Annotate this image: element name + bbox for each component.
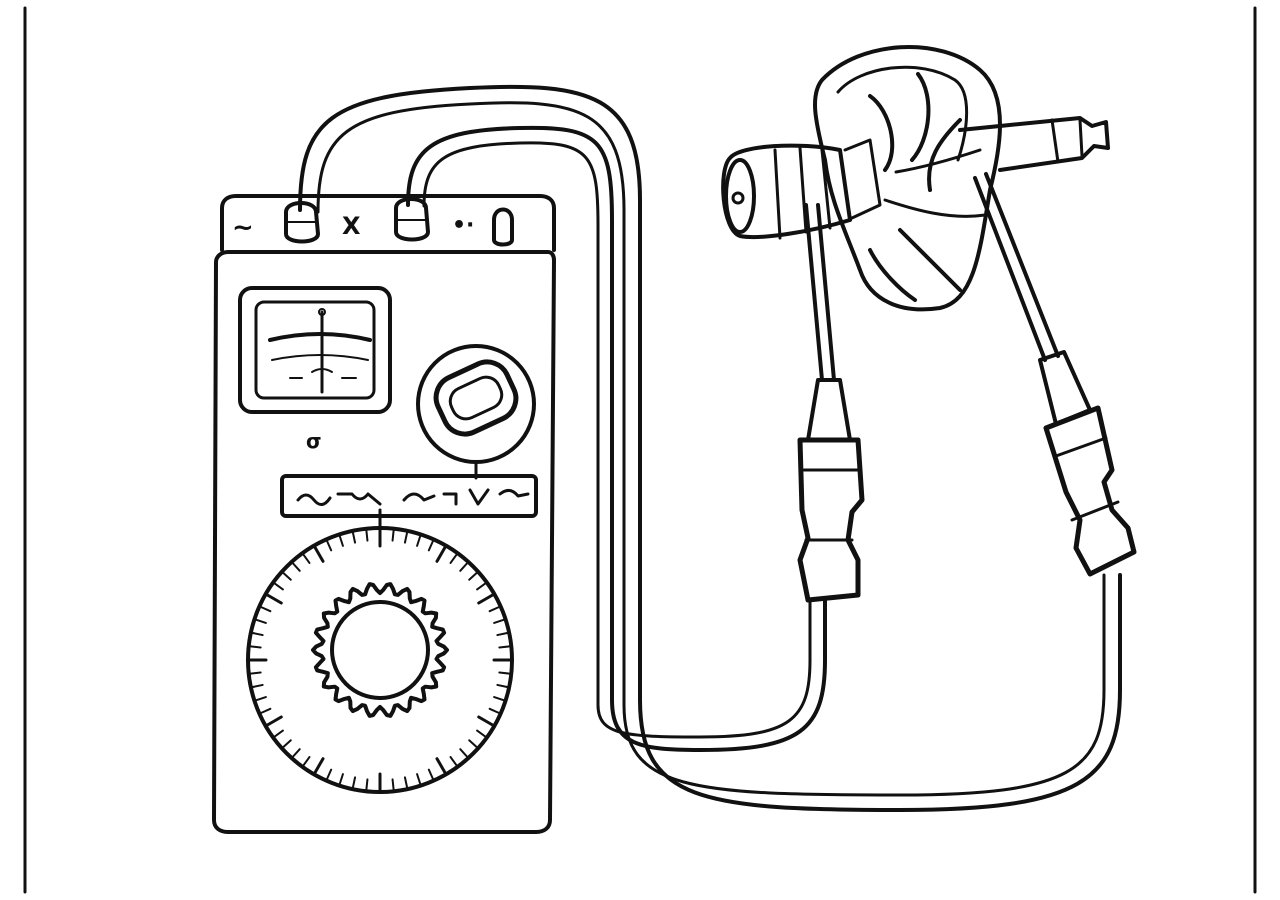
analog-gauge <box>238 286 392 414</box>
dial-tick <box>468 739 478 748</box>
dial-tick <box>403 531 409 544</box>
dial-tick <box>273 582 284 591</box>
range-label-plate <box>280 474 538 518</box>
probe-right[interactable] <box>973 172 1137 577</box>
dial-tick <box>416 535 422 547</box>
dial-knob <box>311 582 449 718</box>
dial-tick <box>496 683 509 689</box>
dial-tick <box>326 540 333 552</box>
dial-tick <box>477 715 495 727</box>
zero-adjust-dial[interactable] <box>246 508 514 794</box>
dial-tick <box>496 631 509 637</box>
dial-tick <box>488 606 500 613</box>
dial-tick <box>476 582 487 591</box>
dial-tick <box>427 540 434 552</box>
page-frame <box>23 6 1257 894</box>
meter-body <box>212 250 556 834</box>
range-selector-knob[interactable] <box>416 344 536 480</box>
dial-tick <box>468 572 478 581</box>
dial-tick <box>338 535 344 547</box>
dial-tick <box>292 562 301 572</box>
dial-tick <box>493 696 505 702</box>
dial-tick <box>476 729 487 738</box>
cable-left-terminal <box>298 84 1122 812</box>
dial-tick <box>498 671 511 675</box>
dial-tick <box>365 778 369 791</box>
terminal-right[interactable] <box>492 207 514 247</box>
ohmmeter: ~ X •· σ <box>212 194 556 834</box>
dial-tick <box>251 683 264 689</box>
dial-tick <box>265 715 283 727</box>
dial-tick <box>427 768 434 780</box>
dial-caption: σ <box>306 429 322 453</box>
dial-tick <box>255 618 267 624</box>
terminal-right-label: •· <box>452 213 474 238</box>
terminal-middle-label: X <box>342 212 361 240</box>
dial-tick <box>391 778 395 791</box>
test-lead-cables <box>298 84 1122 812</box>
dial-tick <box>282 572 292 581</box>
gauge-scale-arc <box>268 332 372 342</box>
dial-tick <box>459 562 468 572</box>
cable-middle-terminal <box>406 125 827 752</box>
dial-tick <box>260 707 272 714</box>
dial-tick <box>449 756 458 767</box>
dial-tick <box>292 748 301 758</box>
dial-tick <box>351 531 357 544</box>
dial-tick <box>249 671 262 675</box>
dial-tick <box>416 773 422 785</box>
dial-tick <box>435 757 447 775</box>
dial-tick <box>251 631 264 637</box>
dial-tick <box>459 748 468 758</box>
dial-tick <box>391 529 395 542</box>
dial-tick <box>403 776 409 789</box>
terminal-left-label: ~ <box>232 213 254 243</box>
terminal-strip <box>220 194 556 252</box>
probe-left[interactable] <box>797 203 865 603</box>
dial-tick <box>435 545 447 563</box>
dial-tick <box>255 696 267 702</box>
dial-tick <box>313 545 325 563</box>
dial-tick <box>265 593 283 605</box>
dial-tick <box>249 645 262 649</box>
dial-tick <box>273 729 284 738</box>
dial-tick <box>260 606 272 613</box>
dial-tick <box>498 645 511 649</box>
terminal-left[interactable] <box>284 201 320 244</box>
dial-tick <box>365 529 369 542</box>
dial-tick <box>477 593 495 605</box>
dial-tick <box>493 618 505 624</box>
dial-tick <box>302 553 311 564</box>
dial-tick <box>282 739 292 748</box>
dial-tick <box>449 553 458 564</box>
dial-tick <box>351 776 357 789</box>
dial-tick <box>326 768 333 780</box>
dial-tick <box>313 757 325 775</box>
dial-ticks <box>248 528 512 792</box>
dial-tick <box>488 707 500 714</box>
dial-tick <box>302 756 311 767</box>
terminal-middle[interactable] <box>394 197 430 242</box>
component-under-test <box>721 45 1110 312</box>
dial-tick <box>338 773 344 785</box>
